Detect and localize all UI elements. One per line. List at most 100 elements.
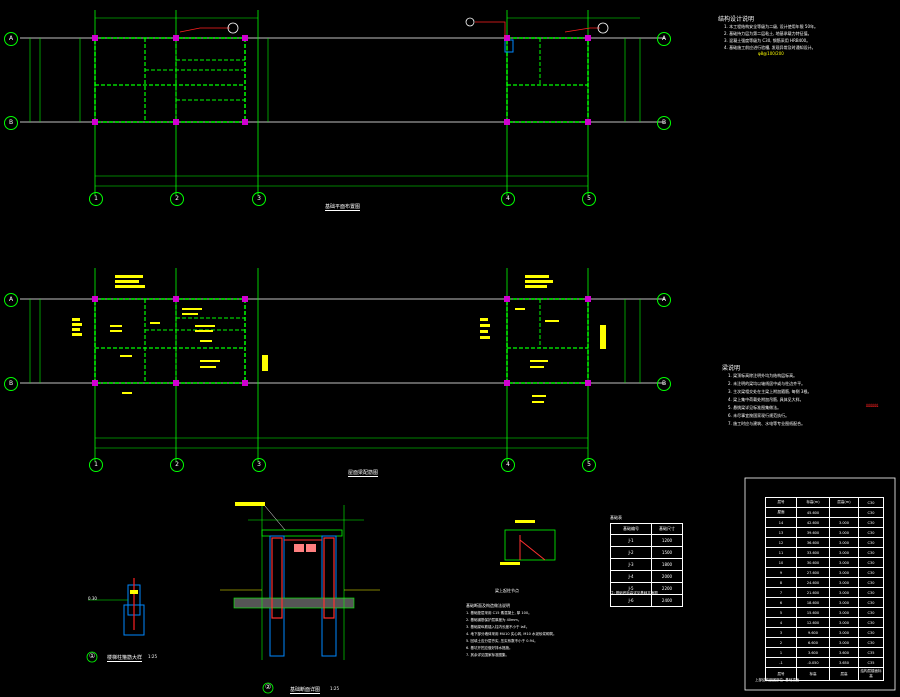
axis-bubble-2-p1: 2: [170, 192, 184, 206]
level-table-cell: 3.000: [829, 627, 859, 638]
level-table-cell: 1: [765, 647, 797, 658]
beam-note-line: 1. 梁顶标高除注明外均为结构层标高。: [728, 373, 798, 378]
design-note-highlight: φ8@100/200: [758, 51, 784, 56]
level-table-cell: 7: [765, 587, 797, 598]
detail1-drawing: [86, 578, 145, 663]
level-table-cell: -1: [765, 657, 797, 668]
level-table-cell: 3.000: [829, 527, 859, 538]
level-table-frame: [744, 477, 896, 691]
small-table-cell: 1200: [651, 534, 683, 547]
axis-bubble-3-p2: 3: [252, 458, 266, 472]
level-table-cell: 6.600: [796, 637, 830, 648]
axis-bubble-1-p2: 1: [89, 458, 103, 472]
level-table-cell: 3.000: [829, 607, 859, 618]
level-table-cell: 层高: [829, 667, 859, 681]
level-table-cell: C30: [858, 527, 884, 538]
level-table-cell: C30: [858, 577, 884, 588]
axis-bubble-b-right-2: B: [657, 377, 671, 391]
level-table-cell: C30: [858, 567, 884, 578]
level-table-cell: 42.600: [796, 517, 830, 528]
detail1-mark: 0.30: [88, 596, 97, 601]
level-table-header: 标高(m): [796, 497, 830, 508]
axis-bubble-1-p1: 1: [89, 192, 103, 206]
level-table-cell: 21.600: [796, 587, 830, 598]
level-table-cell: 3: [765, 627, 797, 638]
axis-bubble-a-right-1: A: [657, 32, 671, 46]
foundation-note-line: 4. 地下部分墙体采用 MU10 实心砖, M10 水泥砂浆砌筑。: [466, 632, 557, 636]
foundation-note-line: 1. 基础垫层采用 C15 素混凝土, 厚 100。: [466, 611, 532, 615]
foundation-note-line: 2. 基础钢筋保护层厚度为 40mm。: [466, 618, 522, 622]
level-table-cell: 45.600: [796, 507, 830, 518]
level-table-cell: 8: [765, 577, 797, 588]
axis-bubble-b-left-1: B: [4, 116, 18, 130]
level-table-cell: 3.000: [829, 517, 859, 528]
axis-bubble-4-p1: 4: [501, 192, 515, 206]
detail2-title: 基础断面详图: [290, 687, 321, 694]
level-table-cell: 12.600: [796, 617, 830, 628]
red-mark: ⅏⅏: [866, 402, 879, 409]
level-table-cell: 18.600: [796, 597, 830, 608]
level-table-cell: 27.600: [796, 567, 830, 578]
level-table-cell: 3.000: [829, 597, 859, 608]
foundation-note-line: 基础断面及构造做法说明: [466, 603, 510, 608]
level-table-cell: C30: [858, 537, 884, 548]
level-table-cell: -0.050: [796, 657, 830, 668]
beam-notes-title: 梁说明: [722, 365, 741, 372]
level-table-header: 层号: [765, 497, 797, 508]
axis-bubble-b-left-2: B: [4, 377, 18, 391]
level-table-cell: 9: [765, 567, 797, 578]
beam-notes: 梁说明 1. 梁顶标高除注明外均为结构层标高。 2. 未注明的梁均以轴线居中或与…: [722, 363, 892, 428]
small-table-cell: J-4: [610, 570, 652, 583]
level-table-cell: 3.600: [829, 647, 859, 658]
foundation-notes: 基础断面及构造做法说明 1. 基础垫层采用 C15 素混凝土, 厚 100。 2…: [466, 602, 626, 659]
level-table-footer: 上部结构嵌固部位: 基础顶面: [755, 678, 800, 682]
level-table-cell: 33.600: [796, 547, 830, 558]
plan1: [20, 10, 665, 196]
level-table-cell: 3.000: [829, 637, 859, 648]
level-table-cell: 12: [765, 537, 797, 548]
plan1-title: 基础平面布置图: [325, 204, 361, 211]
foundation-note-line: 3. 基础梁纵筋锚入柱内长度不小于 laE。: [466, 625, 530, 629]
foundation-note-line: 7. 其余详见国家标准图集。: [466, 653, 509, 657]
level-table-cell: 9.600: [796, 627, 830, 638]
detail2-drawing: [220, 502, 380, 694]
level-table-cell: 11: [765, 547, 797, 558]
level-table-cell: 3.000: [829, 567, 859, 578]
level-table-cell: 3.000: [829, 557, 859, 568]
level-table-cell: C30: [858, 607, 884, 618]
level-table-cell: 36.600: [796, 537, 830, 548]
beam-note-line: 2. 未注明的梁均以轴线居中或与柱边齐平。: [728, 381, 806, 386]
small-table-cell: 2400: [651, 594, 683, 607]
level-table-cell: 屋面: [765, 507, 797, 518]
small-table-cell: J-2: [610, 546, 652, 559]
level-table-cell: 30.600: [796, 557, 830, 568]
axis-bubble-5-p2: 5: [582, 458, 596, 472]
plan2: [20, 268, 665, 462]
level-table-cell: 14: [765, 517, 797, 528]
level-table-cell: 结构层楼面标高: [858, 667, 884, 681]
small-table-cell: J-3: [610, 558, 652, 571]
small-table-cell: 2000: [651, 570, 683, 583]
detail2-scale: 1:25: [330, 686, 339, 691]
level-table-cell: 24.600: [796, 577, 830, 588]
level-table-cell: 2: [765, 637, 797, 648]
level-table-cell: 标高: [796, 667, 830, 681]
level-table-cell: C30: [858, 517, 884, 528]
small-table-cell: 2200: [651, 582, 683, 595]
small-table-note: 注: 基础底标高详见基础平面图: [610, 591, 658, 595]
foundation-note-line: 6. 基坑开挖应做好排水措施。: [466, 646, 513, 650]
level-table-cell: 15.600: [796, 607, 830, 618]
level-table-cell: C30: [858, 547, 884, 558]
level-table-cell: 6: [765, 597, 797, 608]
design-notes-title: 结构设计说明: [718, 16, 755, 23]
detail1-title: 楼梯柱箍筋大样: [107, 655, 143, 662]
axis-bubble-5-p1: 5: [582, 192, 596, 206]
detail2-number: ②: [265, 683, 272, 691]
small-table-header: 基础编号: [610, 523, 652, 535]
level-table-cell: C35: [858, 647, 884, 658]
small-table-cell: 1800: [651, 558, 683, 571]
detail1-scale: 1:25: [148, 654, 157, 659]
